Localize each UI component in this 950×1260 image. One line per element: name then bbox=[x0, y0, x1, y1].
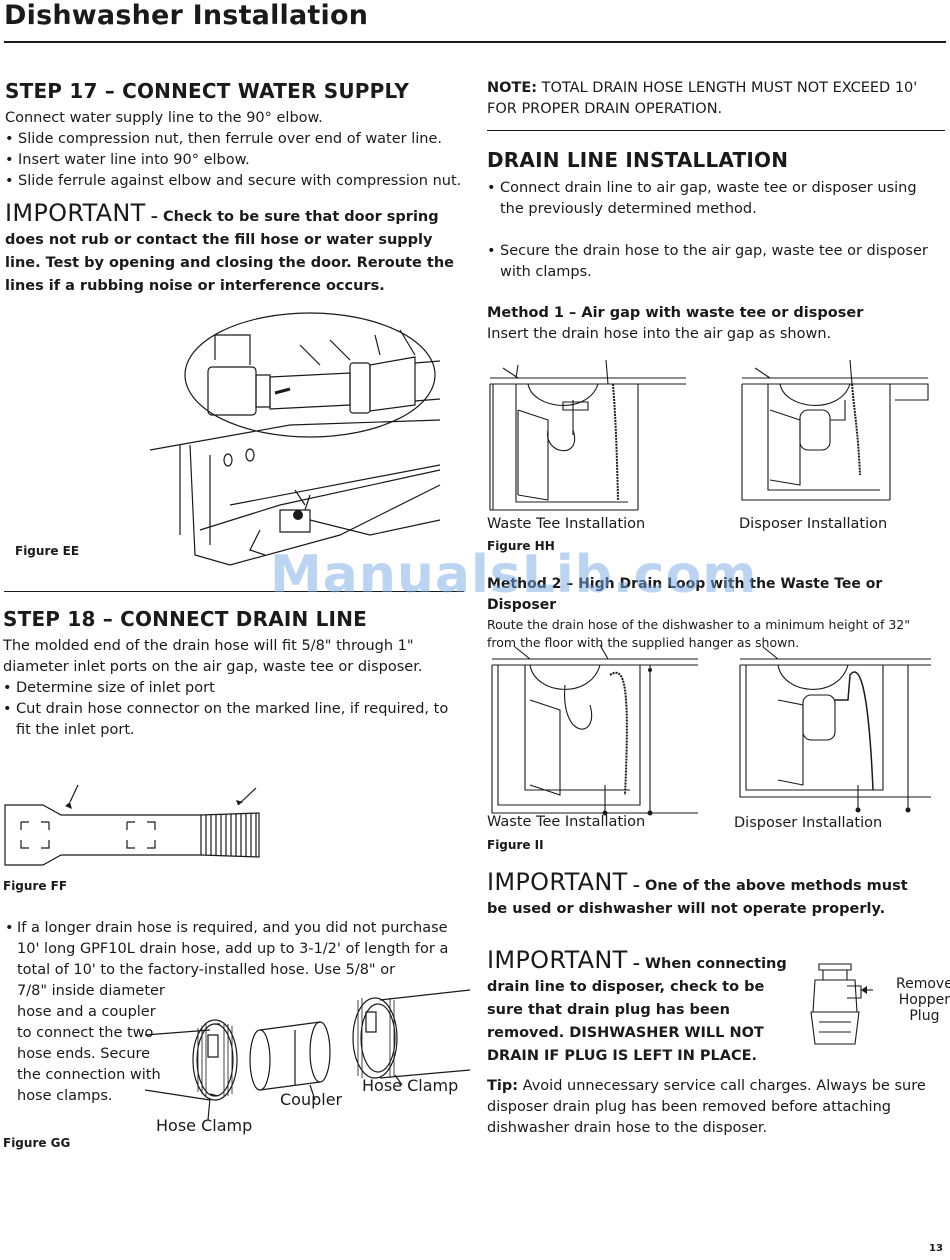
tip-text: Avoid unnecessary service call charges. … bbox=[487, 1078, 926, 1136]
step17-body: Connect water supply line to the 90° elb… bbox=[5, 108, 465, 192]
step17-important: IMPORTANT – Check to be sure that door s… bbox=[5, 201, 463, 297]
step17-bullet-list: Slide compression nut, then ferrule over… bbox=[5, 129, 465, 192]
drain-bullet: Connect drain line to air gap, waste tee… bbox=[487, 178, 932, 220]
gg-hose-clamp-left-label: Hose Clamp bbox=[156, 1116, 253, 1135]
figure-ee-label: Figure EE bbox=[15, 544, 80, 558]
method2-title: Method 2 – High Drain Loop with the Wast… bbox=[487, 576, 883, 613]
important-text: – One of the above methods must be used … bbox=[487, 878, 908, 917]
drain-bullet: Secure the drain hose to the air gap, wa… bbox=[487, 241, 932, 283]
ii-disposer-illustration bbox=[738, 645, 933, 813]
method2-text: Route the drain hose of the dishwasher t… bbox=[487, 617, 911, 650]
step18-body: The molded end of the drain hose will fi… bbox=[3, 636, 465, 741]
longer-hose-text-cont: 7/8" inside diameter hose and a coupler … bbox=[17, 983, 165, 1104]
header-divider bbox=[4, 41, 946, 43]
important-plug: IMPORTANT – When connecting drain line t… bbox=[487, 948, 787, 1067]
ii-caption-waste-tee: Waste Tee Installation bbox=[487, 814, 646, 830]
figure-hh-label: Figure HH bbox=[487, 539, 555, 553]
note-block: NOTE: TOTAL DRAIN HOSE LENGTH MUST NOT E… bbox=[487, 78, 942, 120]
important-label: IMPORTANT bbox=[5, 199, 146, 227]
important-text: – When connecting drain line to disposer… bbox=[487, 956, 787, 1064]
figure-ff-hose-diagram bbox=[3, 780, 273, 870]
figure-gg-label: Figure GG bbox=[3, 1136, 71, 1150]
step18-heading: STEP 18 – CONNECT DRAIN LINE bbox=[3, 607, 367, 631]
step18-bullet: Determine size of inlet port bbox=[3, 678, 465, 699]
figure-ff-label: Figure FF bbox=[3, 879, 68, 893]
method2-block: Method 2 – High Drain Loop with the Wast… bbox=[487, 574, 942, 652]
note-text: TOTAL DRAIN HOSE LENGTH MUST NOT EXCEED … bbox=[487, 80, 918, 117]
important-methods: IMPORTANT – One of the above methods mus… bbox=[487, 870, 927, 920]
method1-block: Method 1 – Air gap with waste tee or dis… bbox=[487, 303, 937, 345]
note-divider bbox=[487, 130, 945, 131]
hh-waste-tee-illustration bbox=[488, 360, 688, 515]
ii-waste-tee-illustration bbox=[490, 645, 700, 816]
hh-disposer-illustration bbox=[740, 360, 930, 515]
gg-hose-clamp-right-label: Hose Clamp bbox=[362, 1076, 459, 1095]
gg-coupler-label: Coupler bbox=[280, 1090, 343, 1109]
step18-intro: The molded end of the drain hose will fi… bbox=[3, 638, 423, 675]
step18-bullet-list: Determine size of inlet port Cut drain h… bbox=[3, 678, 465, 741]
tip-block: Tip: Avoid unnecessary service call char… bbox=[487, 1076, 932, 1139]
longer-hose-text: If a longer drain hose is required, and … bbox=[17, 920, 449, 978]
method1-title: Method 1 – Air gap with waste tee or dis… bbox=[487, 305, 864, 321]
ii-caption-disposer: Disposer Installation bbox=[734, 815, 883, 831]
step17-bullet: Slide ferrule against elbow and secure w… bbox=[5, 171, 465, 192]
important-text: – Check to be sure that door spring does… bbox=[5, 209, 454, 294]
step17-heading: STEP 17 – CONNECT WATER SUPPLY bbox=[5, 79, 410, 103]
figure-ee-illustration bbox=[140, 305, 460, 570]
watermark: ManualsLib.com bbox=[270, 545, 758, 605]
longer-hose-paragraph: • If a longer drain hose is required, an… bbox=[5, 918, 467, 1107]
note-label: NOTE: bbox=[487, 80, 538, 96]
step17-bullet: Slide compression nut, then ferrule over… bbox=[5, 129, 465, 150]
remove-hopper-plug-label: Remove Hopper Plug bbox=[896, 976, 950, 1024]
drain-bullets: Connect drain line to air gap, waste tee… bbox=[487, 178, 932, 283]
disposer-plug-illustration bbox=[805, 962, 875, 1052]
section-divider bbox=[4, 591, 464, 592]
step18-bullet: Cut drain hose connector on the marked l… bbox=[3, 699, 465, 741]
important-label: IMPORTANT bbox=[487, 946, 628, 974]
page-title: Dishwasher Installation bbox=[4, 0, 369, 31]
figure-gg-coupler-diagram bbox=[140, 990, 475, 1130]
step17-bullet: Insert water line into 90° elbow. bbox=[5, 150, 465, 171]
tip-label: Tip: bbox=[487, 1078, 519, 1094]
method1-text: Insert the drain hose into the air gap a… bbox=[487, 326, 832, 342]
hh-caption-waste-tee: Waste Tee Installation bbox=[487, 516, 646, 532]
page-number: 13 bbox=[929, 1243, 943, 1254]
figure-ii-label: Figure II bbox=[487, 838, 544, 852]
drain-line-heading: DRAIN LINE INSTALLATION bbox=[487, 148, 789, 172]
hh-caption-disposer: Disposer Installation bbox=[739, 516, 888, 532]
important-label: IMPORTANT bbox=[487, 868, 628, 896]
step17-intro: Connect water supply line to the 90° elb… bbox=[5, 110, 323, 126]
